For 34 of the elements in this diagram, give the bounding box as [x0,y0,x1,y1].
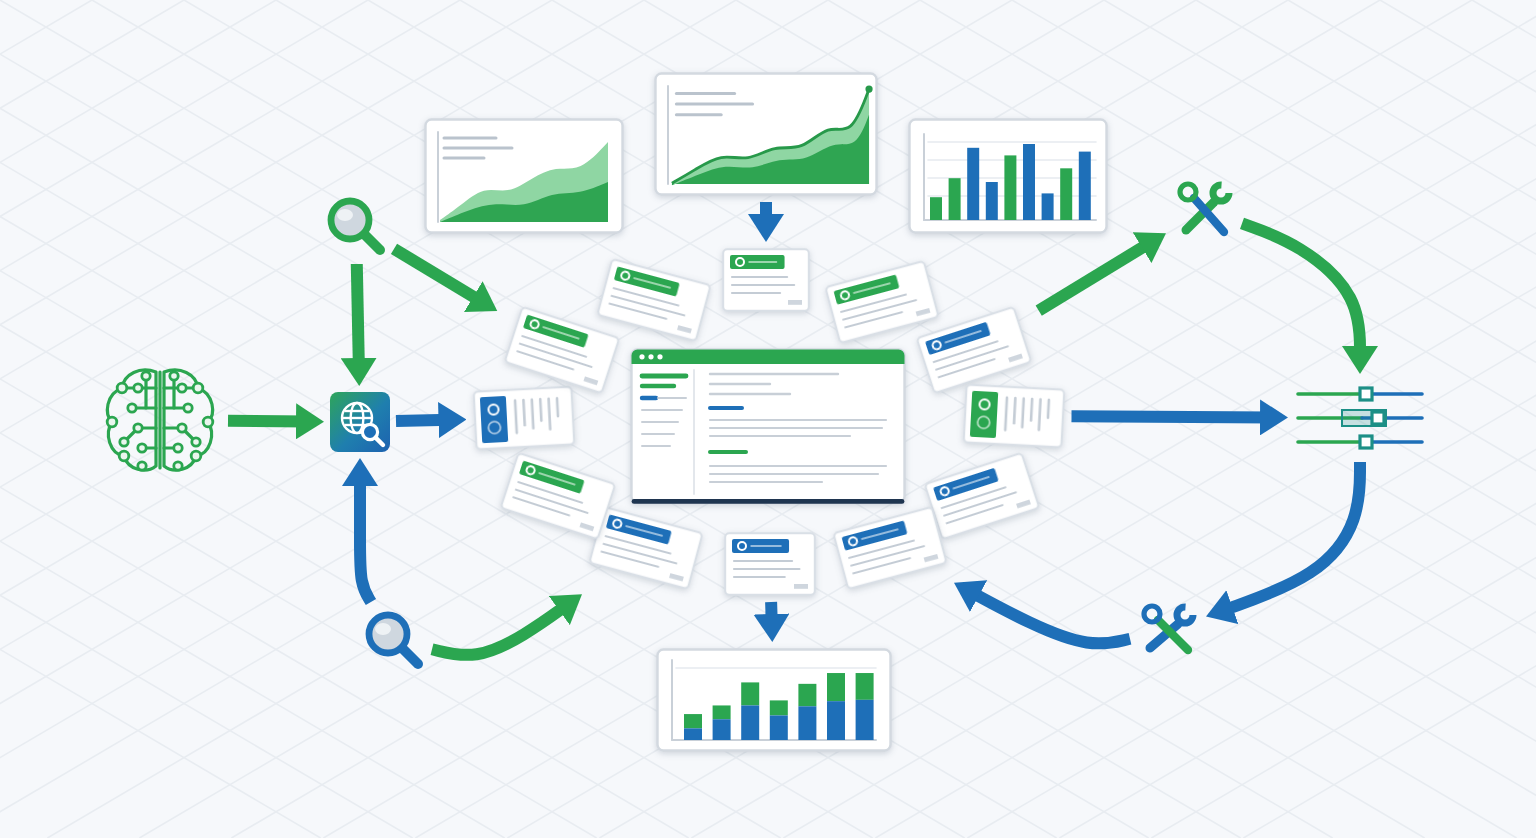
document-card [915,305,1033,395]
document-card [588,505,704,591]
arrow [748,202,784,242]
globe-search-icon [330,392,390,452]
document-card [832,505,948,591]
magnifier-icon [324,194,388,258]
sliders-icon [1294,380,1426,456]
document-card [596,257,712,343]
document-card [923,451,1041,541]
document-card [962,383,1066,449]
browser-window [630,348,906,504]
arrow [1071,399,1288,436]
document-card [499,451,617,541]
area-chart-card [424,118,624,234]
arrow [954,580,1132,650]
arrow [430,594,582,661]
document-card [722,248,810,312]
arrow [340,263,377,386]
line-chart-card [654,72,878,196]
magnifier-icon [362,608,426,672]
document-card [724,532,816,596]
arrow [342,458,378,606]
arrow [227,403,324,440]
document-card [472,385,576,451]
arrow [1206,462,1366,625]
document-card [824,259,940,345]
document-card [503,305,621,395]
arrow [395,402,467,439]
arrow [753,601,790,642]
stacked-bar-chart-card [656,648,892,752]
arrow [1240,217,1378,374]
bar-chart-card [908,118,1108,234]
arrow [390,243,498,312]
arrow [1035,232,1166,316]
